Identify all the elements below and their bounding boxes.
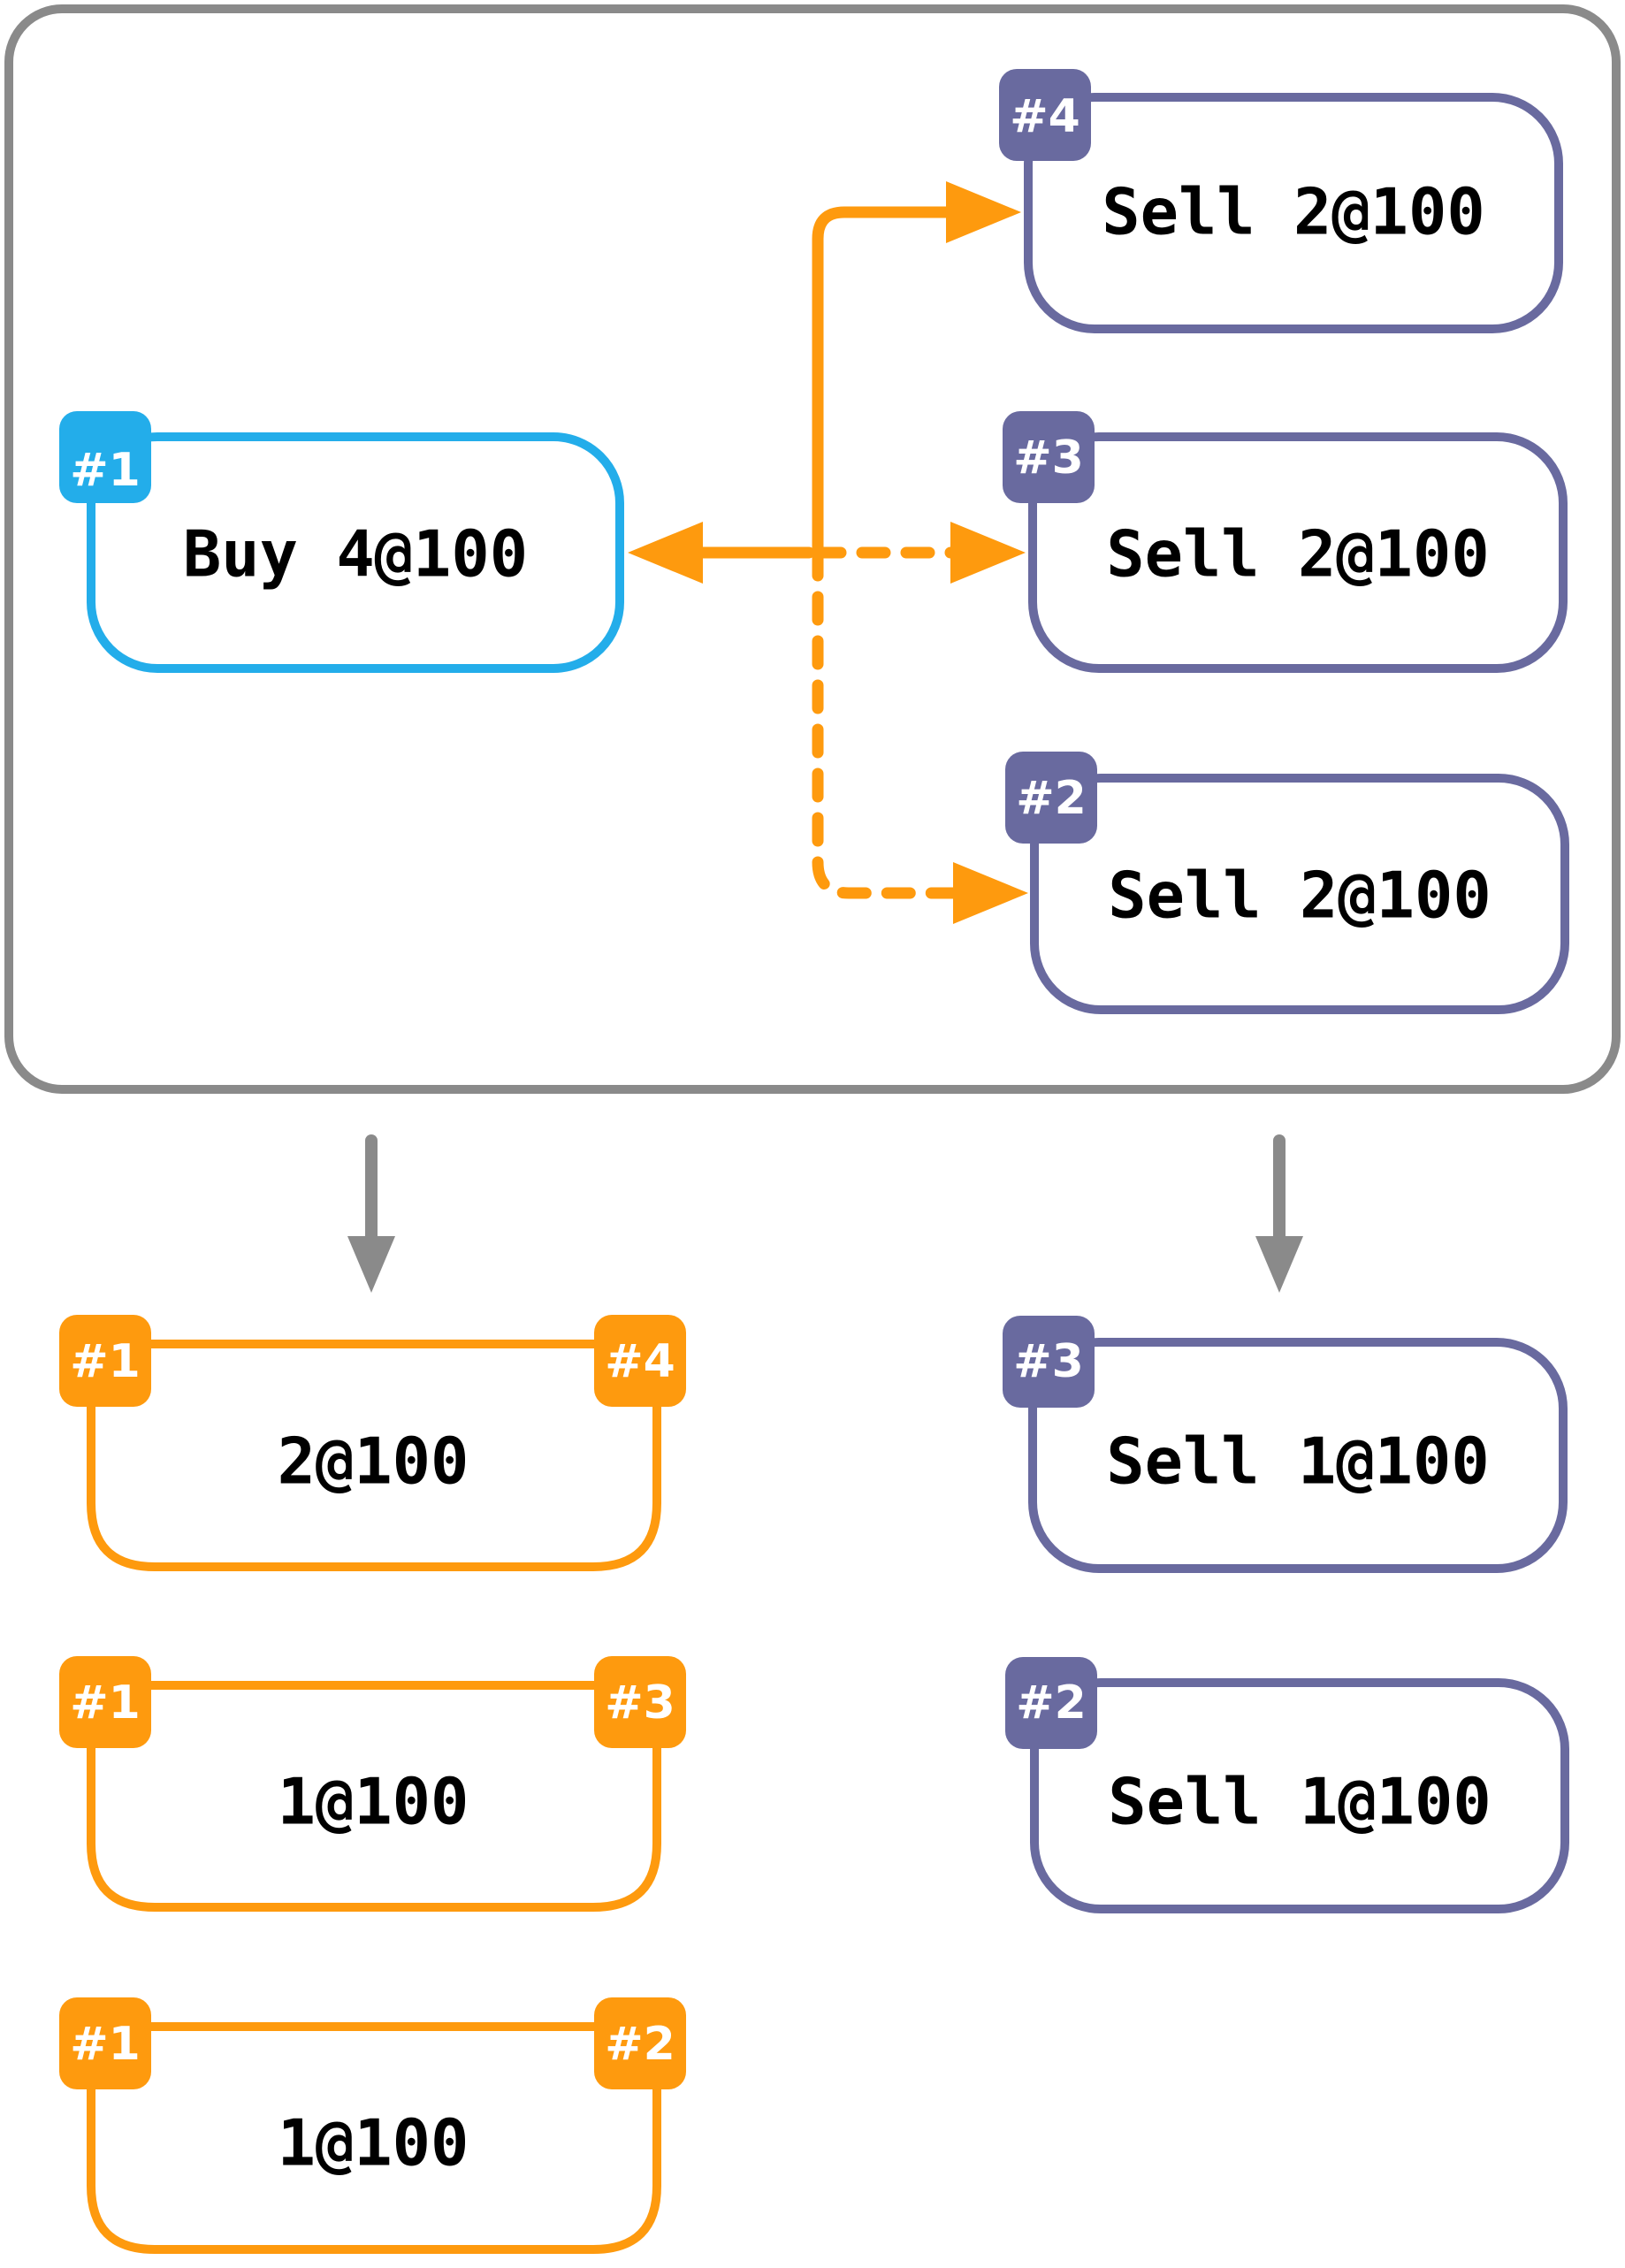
match-arrows: [692, 206, 970, 899]
remaining-order-box: [1030, 1678, 1569, 1913]
trade-left-tag-badge: [59, 1315, 151, 1407]
trade-box: [87, 2022, 661, 2254]
trade-label: 1@100: [278, 2106, 469, 2180]
sell-order-tag: #2: [1016, 772, 1087, 825]
remaining-order-node-2: #2 Sell 1@100: [1005, 1657, 1569, 1913]
buy-order-tag-badge: [59, 411, 151, 503]
sell-order-tag: #4: [1010, 90, 1080, 143]
arrowhead-sell-4: [946, 181, 1021, 243]
trade-left-tag: #1: [70, 2018, 141, 2071]
trade-box: [87, 1340, 661, 1571]
remaining-order-tag: #3: [1013, 1335, 1084, 1388]
trade-left-tag-badge: [59, 1997, 151, 2089]
sell-order-label: Sell 2@100: [1106, 517, 1489, 592]
trade-left-tag: #1: [70, 1676, 141, 1730]
buy-order-label: Buy 4@100: [183, 517, 528, 592]
sell-order-node-2: #2 Sell 2@100: [1005, 752, 1569, 1014]
sell-order-tag: #3: [1013, 431, 1084, 485]
sell-order-node-4: #4 Sell 2@100: [999, 69, 1563, 333]
arrowhead-sell-3: [950, 522, 1026, 584]
arrow-to-sell-4: [812, 206, 970, 559]
buy-order-node: #1 Buy 4@100: [59, 411, 624, 673]
remaining-order-tag-badge: [1003, 1316, 1095, 1408]
sell-order-tag-badge: [1003, 411, 1095, 503]
sell-order-label: Sell 2@100: [1102, 175, 1484, 249]
sell-order-tag-badge: [1005, 752, 1097, 844]
trade-left-tag-badge: [59, 1656, 151, 1748]
buy-order-box: [87, 432, 624, 673]
trade-right-tag-badge: [594, 1997, 686, 2089]
trade-node-1: #1 #4 2@100: [59, 1315, 686, 1571]
arrow-to-sell-2: [812, 546, 970, 899]
arrowhead-sell-2: [953, 862, 1028, 924]
remaining-order-label: Sell 1@100: [1106, 1424, 1489, 1499]
arrowhead-trades: [347, 1236, 395, 1293]
trade-node-2: #1 #3 1@100: [59, 1656, 686, 1912]
buy-order-tag: #1: [70, 444, 141, 497]
trade-node-3: #1 #2 1@100: [59, 1997, 686, 2254]
trade-box: [87, 1681, 661, 1912]
match-arrowheads: [628, 181, 1028, 924]
remaining-order-node-3: #3 Sell 1@100: [1003, 1316, 1568, 1573]
remaining-order-label: Sell 1@100: [1108, 1765, 1491, 1839]
sell-order-box: [1028, 432, 1568, 673]
order-book-frame: [4, 4, 1621, 1094]
trade-right-tag: #4: [605, 1335, 675, 1388]
trade-right-tag-badge: [594, 1315, 686, 1407]
remaining-order-tag: #2: [1016, 1676, 1087, 1730]
arrowhead-buy: [628, 522, 703, 584]
trade-label: 1@100: [278, 1765, 469, 1839]
sell-order-box: [1030, 774, 1569, 1014]
sell-order-tag-badge: [999, 69, 1091, 161]
trade-label: 2@100: [278, 1424, 469, 1499]
result-arrows: [347, 1134, 1303, 1293]
sell-order-node-3: #3 Sell 2@100: [1003, 411, 1568, 673]
sell-order-label: Sell 2@100: [1108, 859, 1491, 933]
arrowhead-remaining: [1255, 1236, 1303, 1293]
trade-right-tag-badge: [594, 1656, 686, 1748]
sell-order-box: [1024, 93, 1563, 333]
trade-right-tag: #2: [605, 2018, 675, 2071]
trade-left-tag: #1: [70, 1335, 141, 1388]
remaining-order-box: [1028, 1338, 1568, 1573]
remaining-order-tag-badge: [1005, 1657, 1097, 1749]
trade-right-tag: #3: [605, 1676, 675, 1730]
